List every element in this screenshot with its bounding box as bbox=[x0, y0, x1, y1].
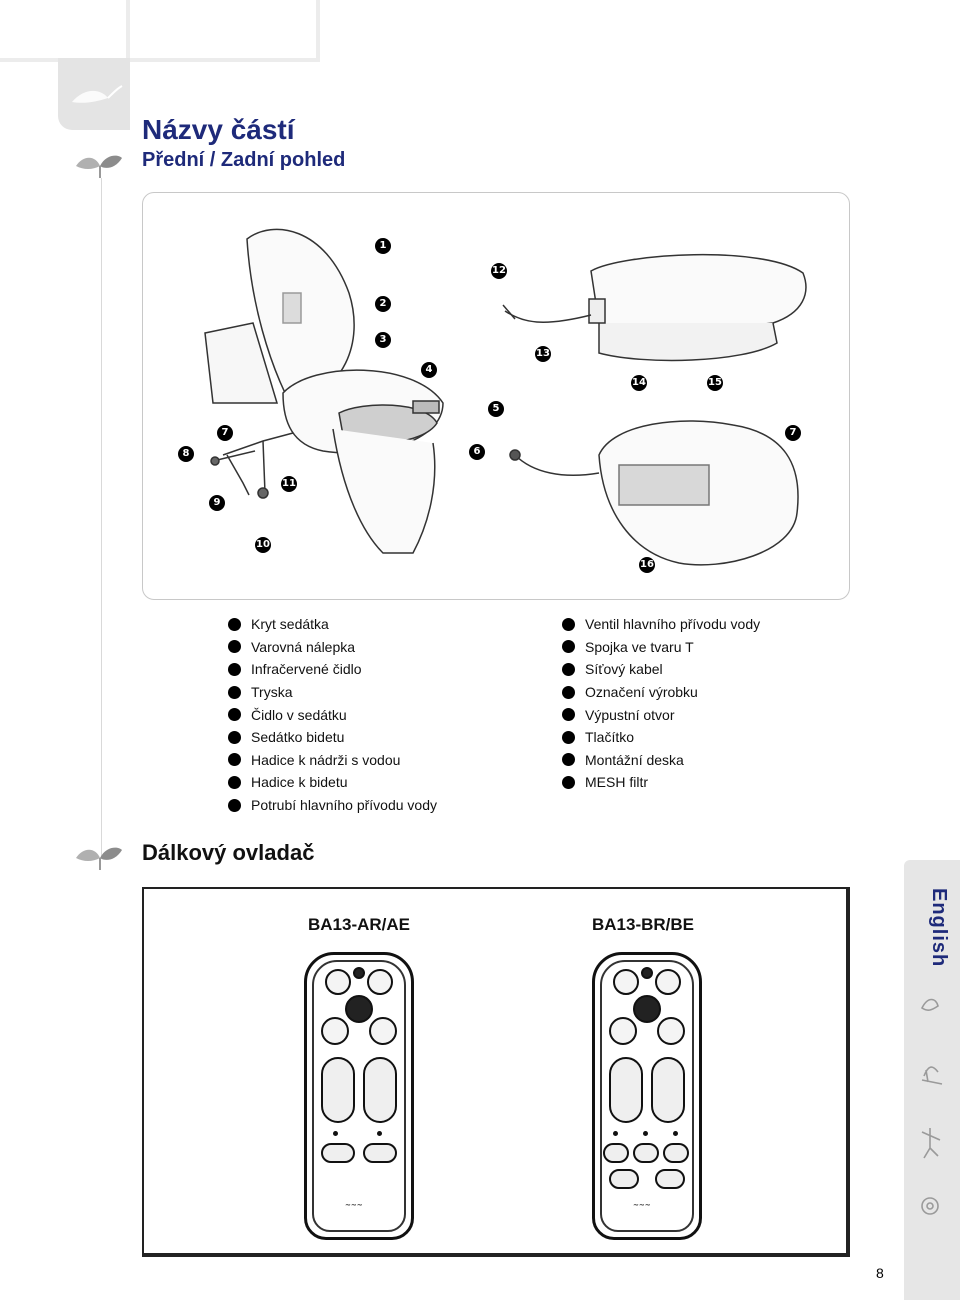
list-item: Potrubí hlavního přívodu vody bbox=[228, 794, 437, 817]
list-item: Montážní deska bbox=[562, 749, 760, 772]
list-item: Hadice k nádrži s vodou bbox=[228, 749, 437, 772]
circle-icon bbox=[921, 1197, 939, 1215]
page-number: 8 bbox=[876, 1265, 884, 1281]
callout-6: 6 bbox=[469, 444, 485, 460]
list-item: Kryt sedátka bbox=[228, 613, 437, 636]
list-item: Výpustní otvor bbox=[562, 703, 760, 726]
diagram-panel: 1 2 3 4 5 6 7 8 9 10 11 12 13 14 15 7 16 bbox=[142, 192, 850, 600]
pressure-rocker-icon bbox=[609, 1057, 643, 1123]
butterfly-icon bbox=[920, 998, 939, 1011]
leaf-icon bbox=[76, 847, 122, 870]
list-item: Hadice k bidetu bbox=[228, 771, 437, 794]
list-item: Čidlo v sedátku bbox=[228, 703, 437, 726]
water-temp-button-icon bbox=[321, 1143, 355, 1163]
list-item: Tryska bbox=[228, 681, 437, 704]
list-item: Varovná nálepka bbox=[228, 636, 437, 659]
rear-wash-button-icon bbox=[613, 969, 639, 995]
seat-temp-button-icon bbox=[363, 1143, 397, 1163]
callout-3: 3 bbox=[375, 332, 391, 348]
section-title-remote: Dálkový ovladač bbox=[142, 840, 315, 865]
dry-button-icon bbox=[369, 1017, 397, 1045]
rear-wash-button-icon bbox=[325, 969, 351, 995]
callout-2: 2 bbox=[375, 296, 391, 312]
page-title: Názvy částí bbox=[142, 114, 295, 145]
position-rocker-icon bbox=[651, 1057, 685, 1123]
callout-4: 4 bbox=[421, 362, 437, 378]
decorative-frame-outer bbox=[0, 0, 320, 62]
callout-12: 12 bbox=[491, 263, 507, 279]
list-item: Spojka ve tvaru T bbox=[562, 636, 760, 659]
remote-illustration-a: ~~~ bbox=[304, 952, 414, 1240]
remote-illustration-b: ~~~ bbox=[592, 952, 702, 1240]
parts-legend-right: Ventil hlavního přívodu vody Spojka ve t… bbox=[562, 613, 760, 794]
position-rocker-icon bbox=[363, 1057, 397, 1123]
model-label-b: BA13-BR/BE bbox=[592, 915, 695, 934]
sidebar-pictograms bbox=[920, 998, 943, 1215]
callout-16: 16 bbox=[639, 557, 655, 573]
corner-tab bbox=[58, 58, 130, 130]
list-item: MESH filtr bbox=[562, 771, 760, 794]
decorative-frame-inner bbox=[0, 0, 130, 62]
parts-legend-left: Kryt sedátka Varovná nálepka Infračerven… bbox=[228, 613, 437, 816]
model-label-a: BA13-AR/AE bbox=[308, 915, 411, 934]
language-label: English bbox=[928, 888, 950, 968]
callout-5: 5 bbox=[488, 401, 504, 417]
callout-1: 1 bbox=[375, 238, 391, 254]
stop-button-icon bbox=[345, 995, 373, 1023]
massage-button-icon bbox=[609, 1017, 637, 1045]
front-wash-button-icon bbox=[367, 969, 393, 995]
water-temp-button-icon bbox=[603, 1143, 629, 1163]
indicator-icon bbox=[353, 967, 365, 979]
page-subtitle: Přední / Zadní pohled bbox=[142, 149, 346, 171]
dryer-temp-button-icon bbox=[663, 1143, 689, 1163]
callout-9: 9 bbox=[209, 495, 225, 511]
nozzle-clean-button-icon bbox=[655, 1169, 685, 1189]
list-item: Síťový kabel bbox=[562, 658, 760, 681]
guide-line bbox=[101, 178, 102, 858]
brand-logo-icon: ~~~ bbox=[633, 1201, 651, 1209]
list-item: Infračervené čidlo bbox=[228, 658, 437, 681]
callout-8: 8 bbox=[178, 446, 194, 462]
callout-13: 13 bbox=[535, 346, 551, 362]
language-tab bbox=[904, 860, 960, 1300]
callout-15: 15 bbox=[707, 375, 723, 391]
brand-logo-icon: ~~~ bbox=[345, 1201, 363, 1209]
callout-7b: 7 bbox=[785, 425, 801, 441]
butterfly-icon bbox=[72, 85, 123, 103]
hand-icon bbox=[921, 1066, 943, 1085]
remote-panel: BA13-AR/AE BA13-BR/BE ~~~ bbox=[142, 887, 850, 1257]
stop-button-icon bbox=[633, 995, 661, 1023]
list-item: Označení výrobku bbox=[562, 681, 760, 704]
toilet-bidet-diagram bbox=[204, 228, 807, 566]
list-item: Sedátko bidetu bbox=[228, 726, 437, 749]
seat-temp-button-icon bbox=[633, 1143, 659, 1163]
list-item: Tlačítko bbox=[562, 726, 760, 749]
callout-7: 7 bbox=[217, 425, 233, 441]
callout-14: 14 bbox=[631, 375, 647, 391]
figure-icon bbox=[921, 1128, 941, 1159]
front-wash-button-icon bbox=[655, 969, 681, 995]
leaf-icon bbox=[76, 155, 122, 178]
indicator-icon bbox=[641, 967, 653, 979]
dry-button-icon bbox=[657, 1017, 685, 1045]
deodorizer-button-icon bbox=[609, 1169, 639, 1189]
pressure-rocker-icon bbox=[321, 1057, 355, 1123]
massage-button-icon bbox=[321, 1017, 349, 1045]
callout-10: 10 bbox=[255, 537, 271, 553]
callout-11: 11 bbox=[281, 476, 297, 492]
list-item: Ventil hlavního přívodu vody bbox=[562, 613, 760, 636]
